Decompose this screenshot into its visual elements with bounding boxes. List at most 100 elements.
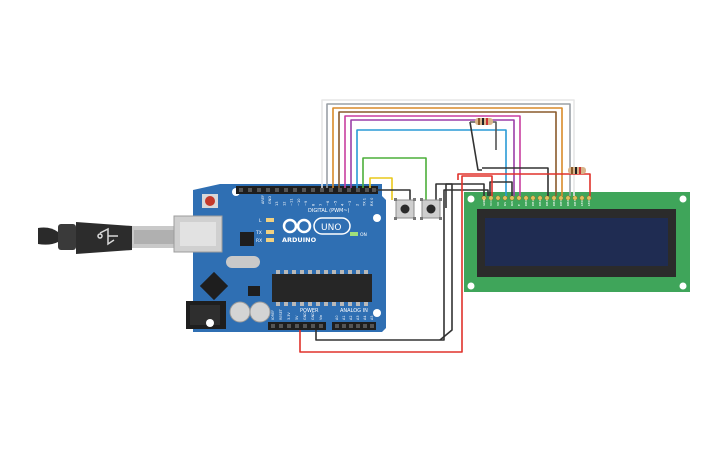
digital-pin-label: 7 (319, 204, 323, 206)
lcd-pin-pad[interactable] (488, 195, 494, 201)
digital-pin-label: ~11 (290, 198, 294, 206)
wires[interactable] (299, 99, 591, 353)
analog-pin-label: A1 (342, 316, 346, 320)
analog-pin-label: A3 (356, 316, 360, 320)
wire-black-gnd (315, 189, 489, 341)
power-pin-label: 5V (295, 315, 299, 320)
lcd-pin-label: LED (580, 199, 584, 206)
aref-label: AREF (261, 195, 265, 204)
arduino-brand-label: ARDUINO (282, 236, 317, 244)
lcd-pin-label: DB6 (566, 200, 570, 206)
power-pin-label: RESET (279, 308, 283, 320)
tx-led-label: TX (255, 230, 262, 236)
lcd-pin-label: RW (510, 201, 514, 206)
lcd-pin-pad[interactable] (523, 195, 529, 201)
wire-brown (338, 111, 557, 196)
lcd-pin-pad[interactable] (495, 195, 501, 201)
lcd-pin-label: E (517, 204, 521, 206)
resistor-icon[interactable] (568, 167, 586, 174)
power-pin-label: IOREF (271, 310, 275, 320)
lcd-pin-pad[interactable] (502, 195, 508, 201)
arduino-logo (282, 217, 351, 235)
digital-pin-label: 4 (341, 203, 345, 206)
wire-gray (326, 103, 571, 196)
lcd-pin-pad[interactable] (509, 195, 515, 201)
lcd-pin-pad[interactable] (537, 195, 543, 201)
gnd-label: GND (268, 196, 272, 204)
lcd-screen (485, 218, 668, 266)
wire-black-lcd2 (489, 181, 513, 196)
lcd-pin-label: V0 (496, 202, 500, 206)
lcd-pin-pad[interactable] (530, 195, 536, 201)
wire-orange (332, 107, 563, 196)
digital-pin-label: 8 (312, 203, 316, 206)
analog-pin-label: A0 (335, 316, 339, 320)
lcd-pin-label: DB4 (552, 200, 556, 206)
wire-red-5v (299, 175, 493, 353)
arduino-uno-board[interactable]: ARDUINO UNO DIGITAL (PWM~) POWER ANALOG … (173, 184, 386, 332)
digital-pin-label: TX 1 (363, 198, 367, 207)
lcd-pin-pad[interactable] (516, 195, 522, 201)
analog-pin-label: A5 (370, 316, 374, 320)
digital-pin-label: ~6 (326, 200, 330, 206)
wire-purple (350, 119, 515, 196)
digital-pin-label: 12 (282, 201, 286, 206)
lcd-pin-pad[interactable] (586, 195, 592, 201)
power-pin-label: 3.3V (287, 312, 291, 320)
digital-pin-label: 13 (275, 201, 279, 206)
rx-led-label: RX (256, 238, 262, 244)
wire-green (362, 157, 427, 200)
lcd-pin-pad[interactable] (565, 195, 571, 201)
digital-pin-label: 2 (355, 204, 359, 206)
l-led-label: L (259, 218, 262, 224)
reset-button-icon[interactable] (202, 194, 218, 208)
lcd-pin-pad[interactable] (572, 195, 578, 201)
lcd-pin-pad[interactable] (579, 195, 585, 201)
power-pin-label: Vin (319, 315, 323, 320)
pushbutton-icon[interactable] (394, 198, 416, 220)
lcd-pin-label: DB0 (524, 200, 528, 206)
wire-red-lcd (457, 173, 591, 196)
wire-black-lcd (482, 167, 549, 196)
digital-pin-label: ~3 (348, 201, 352, 206)
power-label: POWER (300, 308, 319, 314)
lcd-pin-label: DB1 (531, 200, 535, 206)
usb-cable-icon (38, 222, 176, 254)
power-pin-labels: IOREF RESET 3.3V 5V GND GND Vin (271, 308, 323, 320)
lcd-pin-label: DB7 (573, 200, 577, 206)
wire-magenta (344, 115, 521, 196)
analog-pin-label: A4 (363, 316, 367, 320)
digital-pin-label: ~10 (297, 198, 301, 206)
wire-blue (356, 129, 507, 196)
wire-black-gnd-btn1 (376, 189, 411, 200)
lcd-pin-label: LED (587, 199, 591, 206)
lcd-pin-pad[interactable] (544, 195, 550, 201)
lcd-pin-label: RS (503, 202, 507, 206)
on-led-label: ON (360, 232, 367, 238)
analog-in-label: ANALOG IN (340, 308, 368, 314)
resistor-icon[interactable] (475, 118, 493, 125)
digital-pin-label: RX 0 (370, 197, 374, 206)
lcd-pin-label: DB5 (559, 200, 563, 206)
lcd-pin-label: GND (482, 198, 486, 206)
analog-pin-label: A2 (349, 316, 353, 320)
power-pin-label: GND (303, 312, 307, 320)
digital-pin-label: ~9 (304, 200, 308, 206)
wire-white (321, 99, 575, 196)
wire-yellow (369, 177, 393, 200)
power-pin-label: GND (311, 312, 315, 320)
lcd-pin-pad[interactable] (551, 195, 557, 201)
wire-black-gnd2 (439, 183, 453, 341)
pushbutton-icon[interactable] (420, 198, 442, 220)
lcd-pin-pad[interactable] (558, 195, 564, 201)
wire-black-res (469, 121, 482, 171)
digital-pwm-label: DIGITAL (PWM~) (308, 208, 350, 214)
digital-pin-label: ~5 (333, 201, 337, 206)
arduino-model-label: UNO (321, 223, 341, 233)
